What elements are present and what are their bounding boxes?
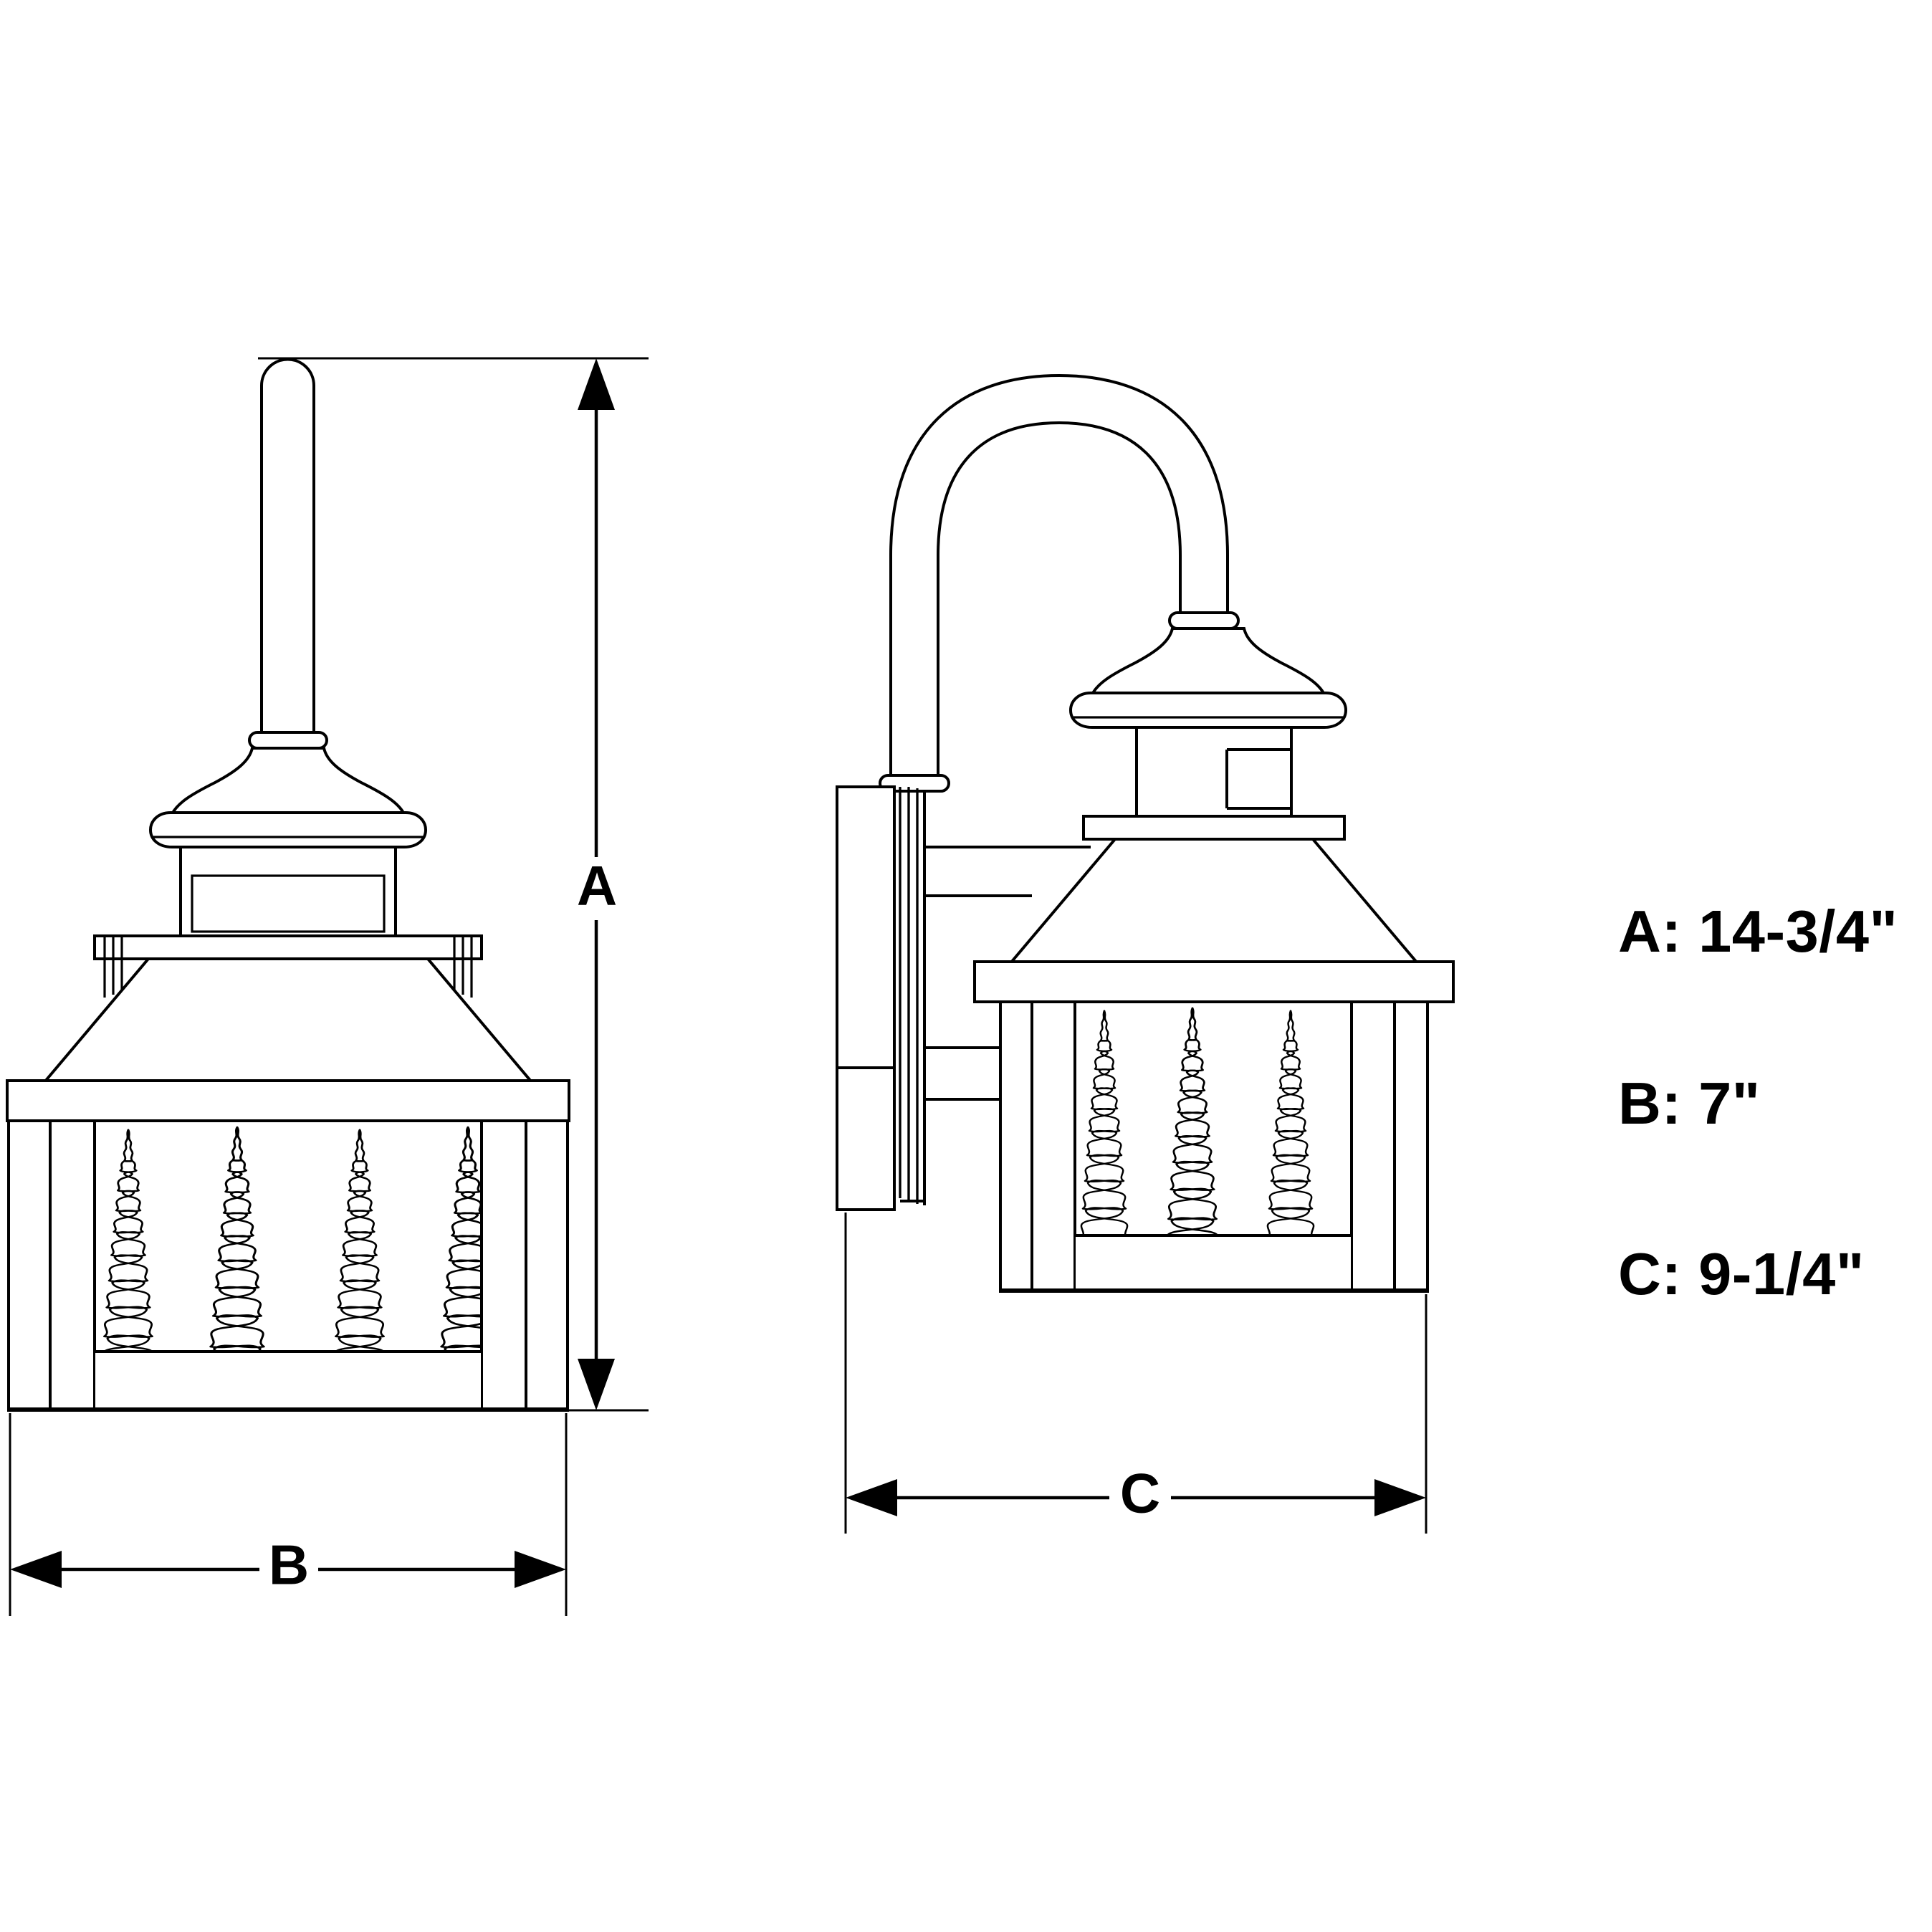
dimension-a: A: [258, 357, 649, 1412]
lantern-roof: [6, 934, 570, 1122]
front-elevation-view: [6, 358, 570, 1412]
side-elevation-view: [836, 373, 1455, 1293]
lantern-roof-side: [973, 815, 1455, 1003]
legend-dimension-a: A: 14-3/4": [1618, 898, 1898, 965]
collar-box: [179, 846, 397, 940]
lantern-cap-side: [1068, 627, 1348, 729]
dim-b-arrow-right: [515, 1551, 566, 1588]
dim-a-letter: A: [577, 854, 617, 917]
dimension-b: B: [9, 1413, 568, 1616]
dim-a-arrow-down: [578, 1359, 615, 1410]
front-frame-overlay: [7, 1121, 569, 1410]
dim-b-arrow-left: [10, 1551, 62, 1588]
dim-c-arrow-right: [1374, 1479, 1426, 1516]
stem-collar-ring: [248, 731, 328, 750]
dim-c-arrow-left: [846, 1479, 897, 1516]
legend-dimension-b: B: 7": [1618, 1070, 1761, 1137]
gooseneck-lantern-ring: [1168, 611, 1240, 630]
dim-b-letter: B: [269, 1534, 309, 1597]
gooseneck-foot-ring: [879, 774, 950, 793]
gooseneck-arm: [889, 373, 1229, 778]
dim-c-letter: C: [1120, 1462, 1160, 1525]
lantern-cap: [148, 747, 428, 848]
collar-box-side: [1135, 726, 1293, 821]
dimension-c: C: [844, 1213, 1428, 1534]
side-mount-overlay: [836, 785, 926, 1211]
stem-tube: [260, 358, 315, 735]
dim-a-arrow-up: [578, 358, 615, 410]
legend-dimension-c: C: 9-1/4": [1618, 1240, 1865, 1307]
side-frame-overlay: [999, 1002, 1429, 1291]
